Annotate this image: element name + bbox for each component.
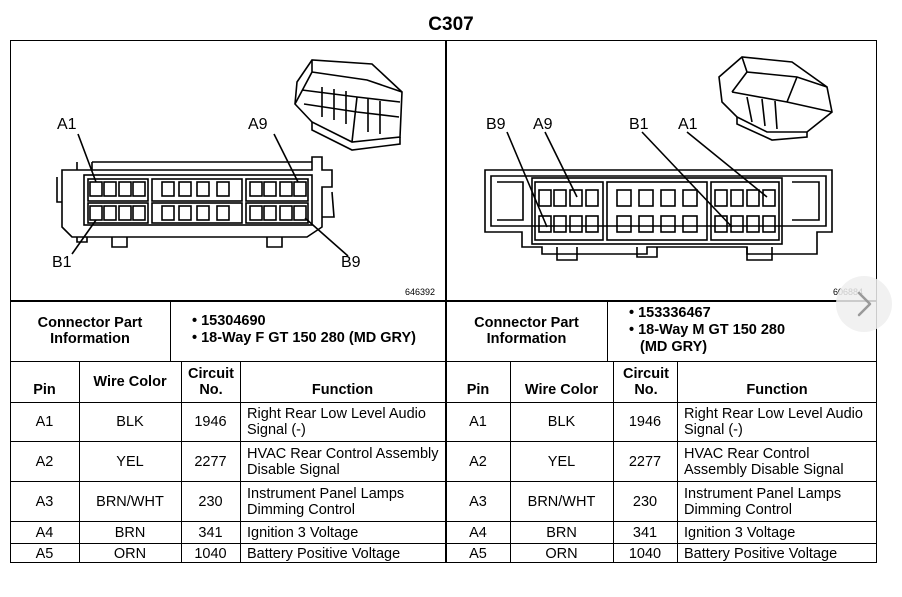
cell-wire-color: BRN/WHT bbox=[527, 493, 596, 510]
header-wire-color: Wire Color bbox=[524, 382, 599, 398]
cell-circuit-no: 341 bbox=[198, 524, 223, 541]
pin-label-a1: A1 bbox=[57, 116, 77, 133]
cell-function: Ignition 3 Voltage bbox=[247, 524, 359, 541]
connector-part-info-list: • 153336467 • 18-Way M GT 150 280 (MD GR… bbox=[629, 305, 785, 356]
pin-label-a1: A1 bbox=[678, 116, 698, 133]
cell-function: Battery Positive Voltage bbox=[247, 545, 401, 562]
divider-line bbox=[10, 300, 877, 302]
cell-circuit-no: 1040 bbox=[628, 545, 662, 562]
part-info-item: • 15304690 bbox=[192, 313, 266, 329]
cell-function: Instrument Panel Lamps Dimming Control bbox=[247, 485, 405, 518]
pin-label-b9: B9 bbox=[341, 254, 361, 271]
right-connector-drawing bbox=[484, 56, 833, 261]
pin-label-b1: B1 bbox=[52, 254, 72, 271]
connector-part-info-label: Connector Part Information bbox=[37, 315, 143, 347]
divider-line bbox=[10, 402, 877, 403]
cell-function: Instrument Panel Lamps Dimming Control bbox=[684, 485, 842, 518]
cell-wire-color: YEL bbox=[116, 453, 144, 470]
divider-line bbox=[181, 361, 182, 563]
cell-pin: A4 bbox=[469, 524, 487, 541]
header-function: Function bbox=[746, 382, 808, 398]
part-info-item: • 18-Way F GT 150 280 (MD GRY) bbox=[192, 330, 416, 346]
header-wire-color: Wire Color bbox=[93, 374, 167, 390]
cell-wire-color: ORN bbox=[113, 545, 147, 562]
cell-wire-color: ORN bbox=[545, 545, 578, 562]
cell-function: HVAC Rear Control Assembly Disable Signa… bbox=[684, 445, 844, 478]
divider-line bbox=[240, 361, 241, 563]
cell-pin: A1 bbox=[35, 414, 54, 430]
center-divider bbox=[445, 40, 447, 563]
cell-circuit-no: 2277 bbox=[194, 453, 227, 470]
cell-wire-color: BRN bbox=[114, 524, 146, 541]
divider-line bbox=[10, 441, 877, 442]
next-button[interactable] bbox=[836, 276, 892, 332]
part-info-item: • 153336467 bbox=[629, 305, 711, 321]
connector-part-info-label: Connector Part Information bbox=[474, 315, 579, 347]
divider-line bbox=[613, 361, 614, 563]
divider-line bbox=[10, 543, 877, 544]
divider-line bbox=[170, 300, 171, 361]
cell-circuit-no: 230 bbox=[198, 493, 223, 510]
page-title: C307 bbox=[428, 14, 474, 35]
cell-circuit-no: 341 bbox=[632, 524, 658, 541]
cell-circuit-no: 1040 bbox=[194, 545, 227, 562]
cell-circuit-no: 1946 bbox=[628, 414, 662, 430]
cell-function: Ignition 3 Voltage bbox=[684, 524, 796, 541]
cell-pin: A3 bbox=[469, 493, 487, 510]
cell-pin: A2 bbox=[35, 453, 54, 470]
pin-label-a9: A9 bbox=[533, 116, 553, 133]
cell-function: HVAC Rear Control Assembly Disable Signa… bbox=[247, 445, 439, 478]
cell-function: Right Rear Low Level Audio Signal (-) bbox=[684, 406, 863, 438]
header-pin: Pin bbox=[466, 382, 490, 398]
connector-part-info-list: • 15304690 • 18-Way F GT 150 280 (MD GRY… bbox=[192, 313, 416, 347]
divider-line bbox=[510, 361, 511, 563]
cell-wire-color: BLK bbox=[547, 414, 576, 430]
header-pin: Pin bbox=[33, 382, 56, 398]
header-circuit-no: Circuit No. bbox=[623, 366, 669, 398]
divider-line bbox=[79, 361, 80, 563]
cell-pin: A5 bbox=[469, 545, 487, 562]
cell-function: Right Rear Low Level Audio Signal (-) bbox=[247, 406, 426, 438]
cell-wire-color: YEL bbox=[547, 453, 576, 470]
cell-pin: A2 bbox=[469, 453, 487, 470]
divider-line bbox=[10, 361, 877, 362]
divider-line bbox=[607, 300, 608, 361]
cell-wire-color: BRN bbox=[546, 524, 577, 541]
chevron-right-icon bbox=[857, 291, 872, 317]
cell-pin: A1 bbox=[469, 414, 487, 430]
header-circuit-no: Circuit No. bbox=[188, 366, 234, 398]
cell-wire-color: BLK bbox=[116, 414, 144, 430]
cell-function: Battery Positive Voltage bbox=[684, 545, 838, 562]
part-info-item: • 18-Way M GT 150 280 bbox=[629, 322, 786, 338]
figure-ref-number: 646392 bbox=[405, 287, 436, 297]
cell-circuit-no: 2277 bbox=[628, 453, 662, 470]
cell-pin: A3 bbox=[35, 493, 54, 510]
cell-pin: A4 bbox=[35, 524, 54, 541]
divider-line bbox=[677, 361, 678, 563]
part-info-item: (MD GRY) bbox=[640, 339, 708, 355]
cell-circuit-no: 1946 bbox=[194, 414, 227, 430]
divider-line bbox=[10, 521, 877, 522]
cell-pin: A5 bbox=[35, 545, 54, 562]
cell-circuit-no: 230 bbox=[632, 493, 658, 510]
header-function: Function bbox=[311, 382, 374, 398]
left-connector-drawing bbox=[56, 59, 403, 257]
pin-label-a9: A9 bbox=[248, 116, 268, 133]
pin-label-b1: B1 bbox=[629, 116, 649, 133]
cell-wire-color: BRN/WHT bbox=[96, 493, 164, 510]
divider-line bbox=[10, 481, 877, 482]
pin-label-b9: B9 bbox=[486, 116, 506, 133]
